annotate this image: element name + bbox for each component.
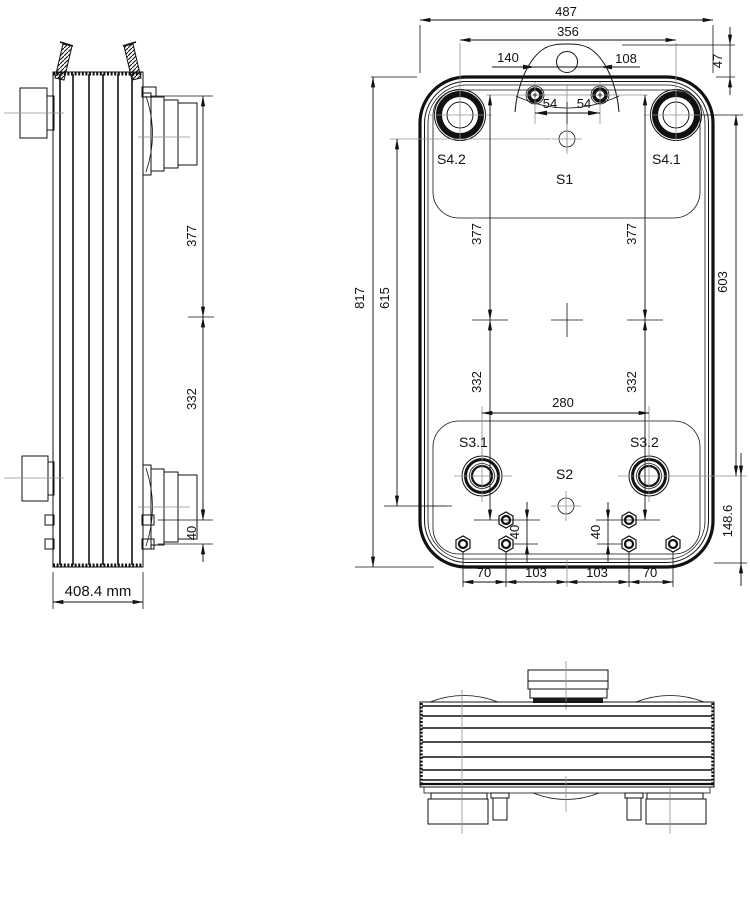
bottom-view-stub-s42	[427, 792, 489, 825]
dim-bottom-ports-280: 280	[552, 395, 574, 410]
front-plate-outline	[418, 75, 715, 569]
side-plate-pack	[52, 71, 144, 568]
dim-right-377: 377	[624, 223, 639, 245]
side-lifting-lug-right	[122, 41, 142, 81]
bottom-view-dome-right	[635, 695, 705, 703]
side-flange-top-right	[138, 86, 198, 176]
front-lug-hole	[556, 51, 578, 73]
dim-stud-40-right: 40	[588, 525, 603, 539]
dim-overall-height-817: 817	[352, 287, 367, 309]
dim-foot-103-right: 103	[586, 565, 608, 580]
label-s41: S4.1	[652, 151, 681, 167]
dim-right-332: 332	[624, 371, 639, 393]
side-dim-332: 332	[184, 388, 199, 410]
side-dim-40: 40	[184, 526, 199, 540]
bottom-view-plate-pack	[419, 701, 715, 788]
label-s32: S3.2	[630, 434, 659, 450]
dim-foot-70-right: 70	[643, 565, 657, 580]
front-dimensions: 487 356 140 108 54 54 47 817 615 603	[352, 4, 744, 586]
side-connection-bottom-left	[4, 455, 64, 502]
label-s2: S2	[556, 466, 573, 482]
side-dim-depth: 408.4 mm	[65, 583, 132, 600]
side-stud	[141, 538, 155, 550]
front-view: 487 356 140 108 54 54 47 817 615 603	[352, 4, 747, 587]
bottom-view-stub-small-right	[624, 792, 644, 821]
dim-left-377: 377	[469, 223, 484, 245]
front-port-labels: S4.2 S4.1 S1 S3.1 S3.2 S2	[437, 151, 681, 482]
bottom-view	[419, 661, 715, 834]
label-s31: S3.1	[459, 434, 488, 450]
dim-stud-40-left: 40	[507, 525, 522, 539]
side-connection-top-left	[4, 87, 64, 139]
dim-right-603: 603	[715, 271, 730, 293]
side-stud	[44, 538, 55, 550]
dim-foot-103-left: 103	[525, 565, 547, 580]
side-lifting-lug-left	[54, 41, 74, 81]
dim-lug-108: 108	[615, 51, 637, 66]
dim-bottom-margin-148-6: 148.6	[720, 505, 735, 538]
dim-foot-70-left: 70	[477, 565, 491, 580]
dim-lug-height-47: 47	[710, 54, 725, 68]
dim-lug-bolt-54-left: 54	[543, 96, 557, 111]
bottom-view-stub-small-left	[490, 792, 510, 821]
dim-port-width: 356	[557, 24, 579, 39]
side-view: 377 332 40 408.4 mm	[4, 41, 214, 609]
dim-left-332: 332	[469, 371, 484, 393]
front-s2-marker	[551, 491, 581, 521]
bottom-view-stub-s41	[645, 792, 707, 825]
side-dim-377: 377	[184, 225, 199, 247]
bottom-view-dome-left	[429, 695, 499, 703]
dim-overall-width: 487	[555, 4, 577, 19]
front-top-chamber	[432, 89, 701, 219]
dim-lug-bolt-54-right: 54	[577, 96, 591, 111]
dim-lug-140: 140	[497, 50, 519, 65]
label-s1: S1	[556, 171, 573, 187]
dim-s1-s2-615: 615	[377, 287, 392, 309]
side-stud	[141, 514, 155, 526]
label-s42: S4.2	[437, 151, 466, 167]
side-dimensions: 377 332 40 408.4 mm	[52, 95, 214, 609]
side-stud	[44, 514, 55, 526]
front-center-mark	[472, 303, 663, 337]
bottom-view-flange-strip	[423, 786, 711, 794]
bottom-view-top-stub	[527, 661, 609, 710]
front-bottom-chamber	[432, 420, 701, 555]
